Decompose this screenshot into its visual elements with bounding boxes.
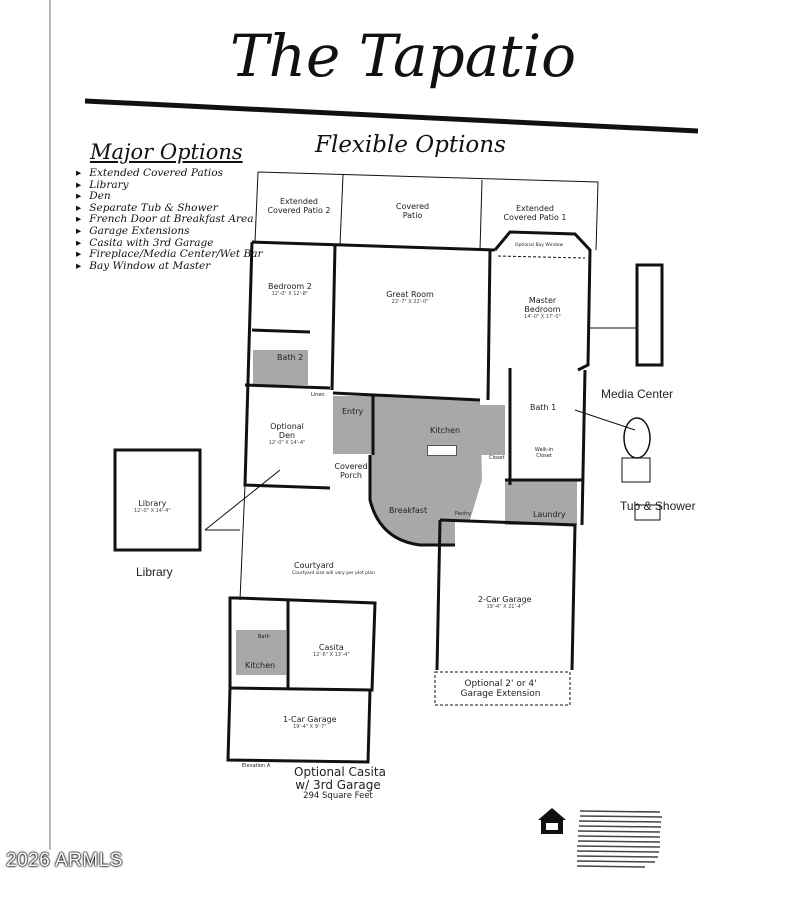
room-patio2: Extended Covered Patio 2: [267, 197, 331, 215]
casita-callout: Optional Casita w/ 3rd Garage 294 Square…: [294, 765, 386, 802]
option-item: Den: [76, 191, 262, 203]
room-patio1: Extended Covered Patio 1: [503, 204, 567, 222]
room-entry: Entry: [342, 407, 364, 416]
room-covered-porch: Covered Porch: [334, 462, 368, 480]
subtitle: Flexible Options: [315, 132, 506, 158]
disclaimer-text: [576, 810, 663, 868]
elevation-label: Elevation A: [242, 763, 271, 769]
tub-shower-callout: Tub & Shower: [620, 499, 696, 513]
page-title: The Tapatio: [230, 22, 577, 90]
room-bath1: Bath 1: [530, 403, 557, 412]
option-item: Casita with 3rd Garage: [76, 237, 262, 250]
room-casita-bath: Bath: [258, 634, 270, 640]
option-item: Extended Covered Patios: [76, 167, 262, 180]
equal-housing-opportunity-logo: [538, 808, 566, 834]
room-kitchen: Kitchen: [430, 426, 461, 435]
title-rule: [84, 98, 699, 134]
room-closet: Closet: [489, 455, 505, 461]
library-callout: Library: [136, 565, 173, 579]
bay-window-label: Optional Bay Window: [515, 243, 564, 248]
option-item: Separate Tub & Shower: [76, 202, 262, 215]
garage-extension-label: Optional 2' or 4' Garage Extension: [460, 679, 541, 699]
room-bath2: Bath 2: [277, 353, 304, 362]
option-item: Library: [76, 179, 262, 192]
room-patio: Covered Patio: [395, 202, 430, 220]
kitchen-island: [427, 445, 457, 456]
copyright-watermark: 2026 ARMLS: [6, 850, 123, 871]
major-options: Major Options Extended Covered Patios Li…: [76, 140, 262, 272]
option-item: Garage Extensions: [76, 225, 262, 238]
shaded-rooms: [236, 350, 577, 675]
media-center-callout: Media Center: [601, 387, 674, 401]
room-breakfast: Breakfast: [389, 506, 428, 515]
option-item: Fireplace/Media Center/Wet Bar: [76, 249, 262, 261]
room-laundry: Laundry: [533, 510, 566, 519]
room-walk-in-closet: Walk-in Closet: [534, 447, 554, 459]
room-casita-kitchen: Kitchen: [245, 661, 276, 670]
room-pantry: Pantry: [455, 511, 471, 517]
room-linen: Linen: [311, 392, 325, 398]
major-options-heading: Major Options: [90, 140, 243, 164]
option-item: French Door at Breakfast Area: [76, 214, 262, 226]
option-item: Bay Window at Master: [76, 260, 262, 273]
courtyard-label: Courtyard: [294, 561, 334, 570]
courtyard-note: Courtyard size will vary per plot plan: [292, 571, 375, 576]
